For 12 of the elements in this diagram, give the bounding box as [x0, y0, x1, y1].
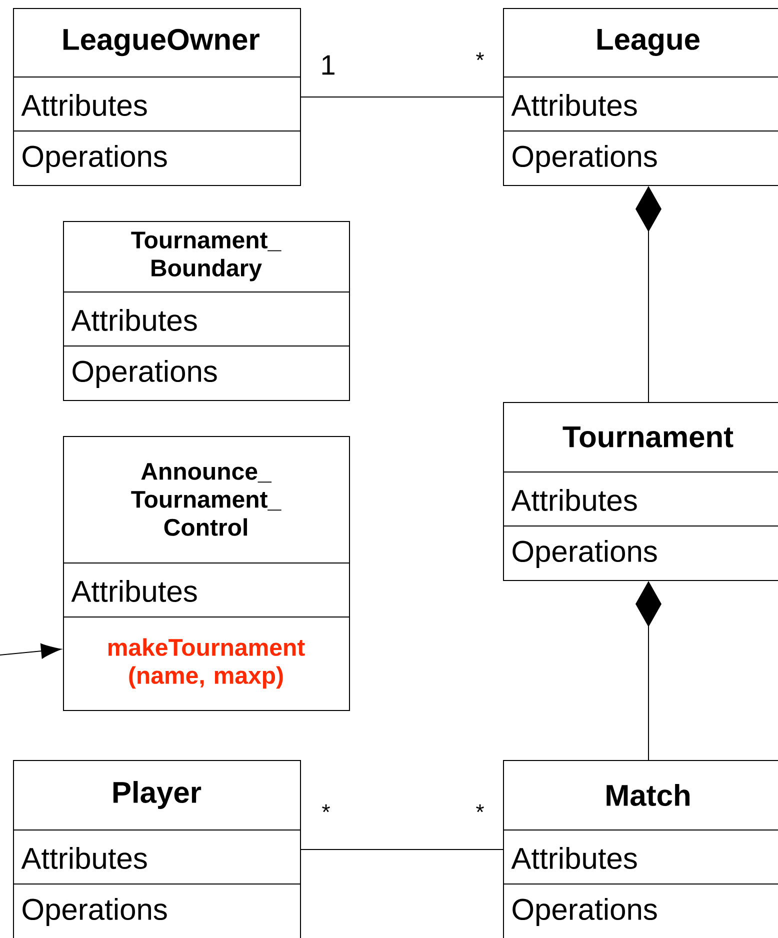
arrow: [0, 643, 62, 659]
class-box: Tournament Attributes Operations: [502, 402, 778, 581]
class-box: LeagueOwner Attributes Operations: [12, 8, 301, 186]
class-box: Announce_ Tournament_ Control Attributes makeTournament (name, maxp): [62, 436, 350, 711]
multiplicity: *: [322, 804, 330, 812]
association-line: [300, 849, 504, 850]
association-line: [300, 96, 504, 98]
class-box: League Attributes Operations: [502, 8, 778, 186]
multiplicity: 1: [322, 55, 334, 75]
class-box: Player Attributes Operations: [12, 760, 301, 938]
class-box: Match Attributes Operations: [502, 760, 778, 938]
class-box: Tournament_ Boundary Attributes Operations: [62, 221, 350, 401]
